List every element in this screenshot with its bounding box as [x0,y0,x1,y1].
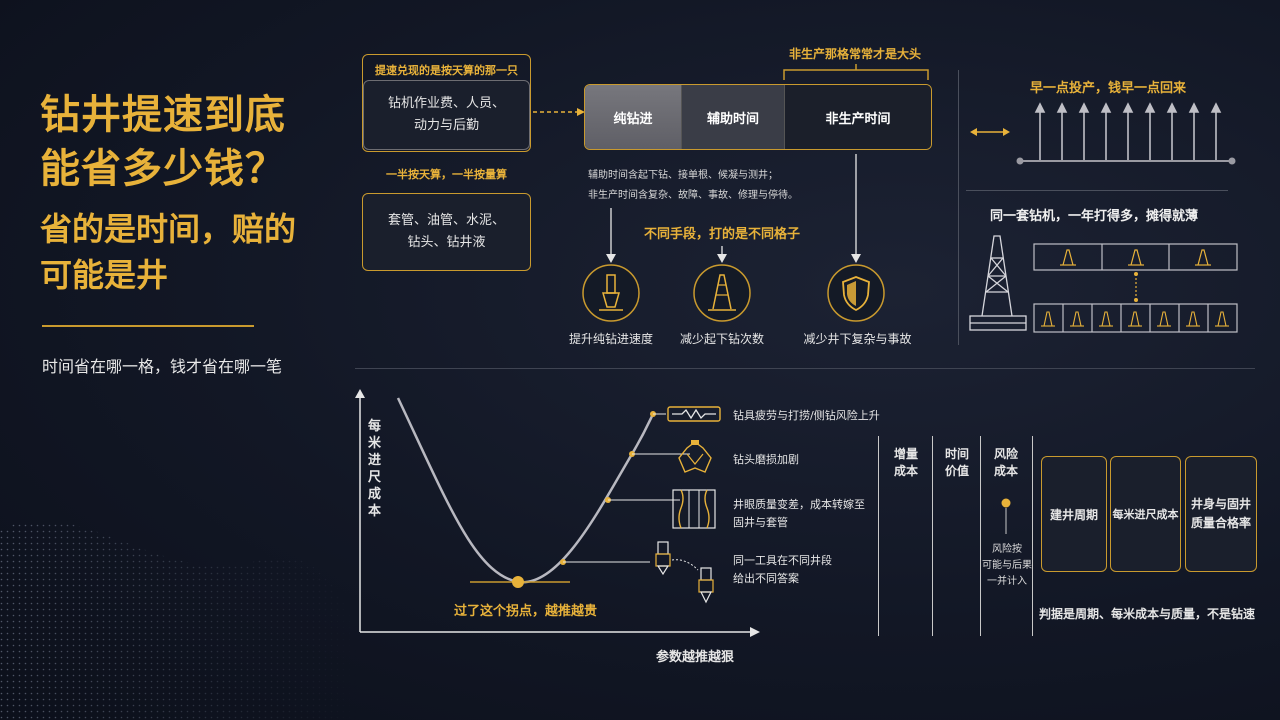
risk-marker [1001,498,1011,534]
main-title: 钻井提速到底 能省多少钱？ [40,88,286,196]
title-line2: 能省多少钱？ [40,146,286,192]
judgement-cycle: 建井周期 [1041,456,1107,572]
means-safety [826,263,886,323]
annotation-hole-quality: 井眼质量变差，成本转嫁至 固井与套管 [733,496,865,532]
means-label: 不同手段，打的是不同格子 [644,227,801,242]
title-line3: 省的是时间，赔的 [40,210,297,248]
judgement-quality: 井身与固井 质量合格率 [1185,456,1257,572]
title-line1: 钻井提速到底 [40,92,286,138]
tool-icon [655,541,714,604]
means-drill [581,263,641,323]
col-divider-2 [932,436,933,636]
annotation-tool-2: 给出不同答案 [733,572,799,585]
risk-note: 风险按 可能与后果 一并计入 [976,542,1038,590]
rig-sharing-title: 同一套钻机，一年打得多，摊得就薄 [990,209,1199,224]
title-divider [42,325,254,327]
time-cost-label: 提速兑现的是按天算的那一只 [375,64,518,77]
col3-line1: 风险 [993,447,1018,461]
judgement-cost-per-meter: 每米进尺成本 [1110,456,1181,572]
mid-cost-label: 一半按天算，一半按量算 [386,168,507,181]
cost-curve [396,397,655,584]
drill-bit-icon [582,264,640,322]
col3-line2: 成本 [993,464,1018,478]
col-divider-3 [980,436,981,636]
time-bar: 纯钻进 辅助时间 非生产时间 [584,84,932,150]
cashflow-arrows [970,102,1236,165]
annotation-tool-1: 同一工具在不同井段 [733,554,832,567]
seg1-text: 纯钻进 [613,111,653,127]
judgement-quality-2: 质量合格率 [1190,516,1251,530]
y-axis-label: 每米进尺成本 [368,419,382,519]
note-line1: 辅助时间含起下钻、接单根、候凝与测井； [588,170,778,181]
annotation-tool: 同一工具在不同井段 给出不同答案 [733,552,832,588]
subtitle: 时间省在哪一格，钱才省在哪一笔 [42,357,283,376]
worn-bit-icon [678,440,712,473]
early-production-title: 早一点投产，钱早一点回来 [1030,81,1187,96]
shield-icon [827,264,885,322]
risk-note-1: 风险按 [992,544,1022,555]
derrick-icon [693,264,751,322]
drilling-rig-icon [969,235,1027,331]
x-axis-label: 参数越推越狠 [656,650,735,665]
decorative-dot-wave [0,520,360,720]
col-divider-1 [878,436,879,636]
time-seg-nonproductive: 非生产时间 [784,85,931,149]
means-trip-label: 减少起下钻次数 [679,332,764,346]
cost-curve-chart [355,389,760,637]
annotation-bit-wear: 钻头磨损加剧 [733,453,799,466]
time-cost-text: 钻机作业费、人员、 动力与后勤 [387,96,505,133]
means-drill-label: 提升纯钻进速度 [568,332,653,346]
annotation-fatigue: 钻具疲劳与打捞/侧钻风险上升 [733,409,880,422]
time-cost-box: 钻机作业费、人员、 动力与后勤 [363,80,530,150]
nonproductive-label: 非生产那格常常才是大头 [788,47,921,61]
seg2-text: 辅助时间 [706,111,759,127]
col1-line2: 成本 [893,464,918,478]
means-safety-label: 减少井下复杂与事故 [803,332,912,346]
right-divider-h [966,190,1228,191]
time-cost-frame [362,54,531,152]
judgement-cycle-text: 建井周期 [1049,507,1098,522]
col-risk-cost: 风险 成本 [981,446,1031,480]
title-line4: 可能是井 [40,256,169,294]
means-trip [692,263,752,323]
time-seg-drilling: 纯钻进 [585,85,681,149]
judgement-caption: 判据是周期、每米成本与质量，不是钻速 [1039,607,1256,621]
optimum-point [512,576,524,588]
volume-cost-text: 套管、油管、水泥、 钻头、钻井液 [387,213,505,250]
means-arrows [606,154,861,263]
drill-string-icon [667,406,721,422]
seg3-text: 非生产时间 [825,111,891,127]
col2-line1: 时间 [944,447,969,461]
casing-icon [672,489,716,529]
note-line2: 非生产时间含复杂、故障、事故、修理与停待。 [588,190,798,201]
title-tagline: 省的是时间，赔的 可能是井 [40,206,296,298]
rig-diagram [969,235,1238,333]
annotation-hole-quality-1: 井眼质量变差，成本转嫁至 [733,498,865,511]
right-divider-v [958,70,959,345]
volume-cost-box: 套管、油管、水泥、 钻头、钻井液 [362,193,531,271]
col-incremental-cost: 增量 成本 [880,446,932,480]
nonproductive-bracket [783,64,929,80]
optimum-label: 过了这个拐点，越推越贵 [454,604,598,619]
dashed-arrow [533,108,585,116]
col-time-value: 时间 价值 [933,446,981,480]
judgement-quality-1: 井身与固井 [1190,497,1251,511]
col1-line1: 增量 [893,447,918,461]
judgement-cost-text: 每米进尺成本 [1112,508,1179,521]
time-bar-notes: 辅助时间含起下钻、接单根、候凝与测井； 非生产时间含复杂、故障、事故、修理与停待… [588,166,798,206]
section-divider [355,368,1255,369]
risk-note-3: 一并计入 [987,576,1027,587]
annotation-hole-quality-2: 固井与套管 [733,516,788,529]
col-divider-4 [1032,436,1033,636]
risk-note-2: 可能与后果 [982,560,1032,571]
col2-line2: 价值 [944,464,969,478]
time-seg-auxiliary: 辅助时间 [681,85,784,149]
